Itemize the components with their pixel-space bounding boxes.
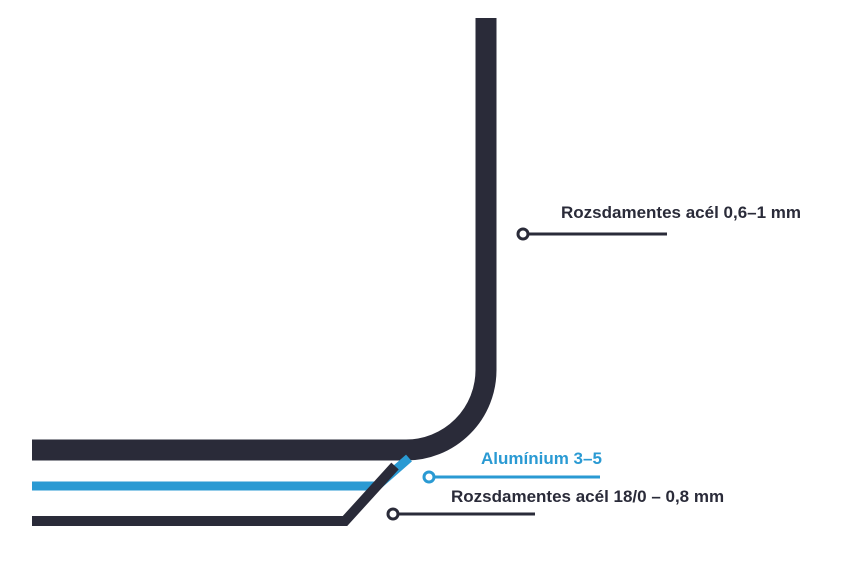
steel-base-layer: [32, 462, 399, 526]
leader-steel-base: [386, 507, 535, 521]
label-aluminium: Alumínium 3–5: [481, 449, 602, 468]
steel-wall-layer: [32, 18, 497, 461]
leader-dot-steel-base: [386, 507, 400, 521]
label-steel-base: Rozsdamentes acél 18/0 – 0,8 mm: [451, 487, 725, 506]
label-steel-wall: Rozsdamentes acél 0,6–1 mm: [561, 203, 802, 222]
leader-dot-steel-wall: [516, 227, 530, 241]
leader-dot-aluminium: [422, 470, 436, 484]
aluminium-layer: [32, 454, 412, 491]
leader-aluminium: [422, 470, 600, 484]
leader-steel-wall: [516, 227, 667, 241]
